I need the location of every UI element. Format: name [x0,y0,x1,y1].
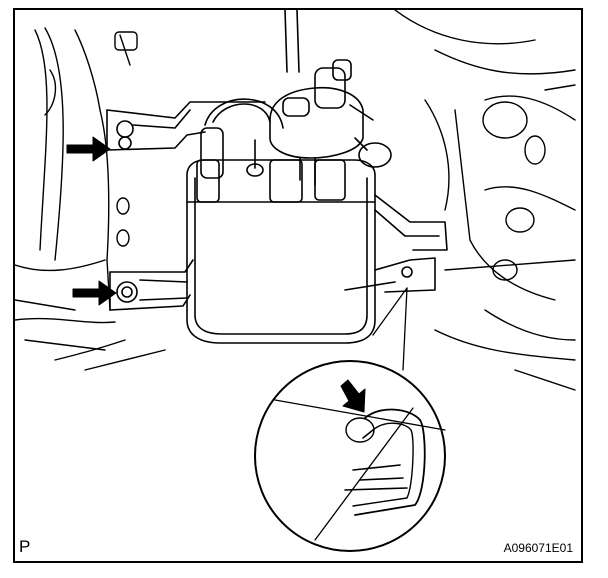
arrow-right-icon [66,136,111,162]
background-structure-left [15,27,166,371]
bracket-lower-left [109,259,194,311]
illustration-frame: P A096071E01 [13,8,583,563]
canister-body [186,159,376,344]
bracket-right [344,194,448,293]
valve-assembly [269,59,392,186]
arrow-down-right-icon [340,379,366,413]
vertical-hoses [284,10,300,73]
background-structure-right [394,10,576,391]
figure-id-label: A096071E01 [503,541,573,555]
hose-loop [200,98,284,179]
bracket-upper-left [106,101,266,151]
callout-leaders [372,287,408,371]
detail-circle [254,360,446,552]
arrow-right-icon [72,280,117,306]
view-code-label: P [19,537,31,556]
charcoal-canister-diagram [15,10,576,552]
